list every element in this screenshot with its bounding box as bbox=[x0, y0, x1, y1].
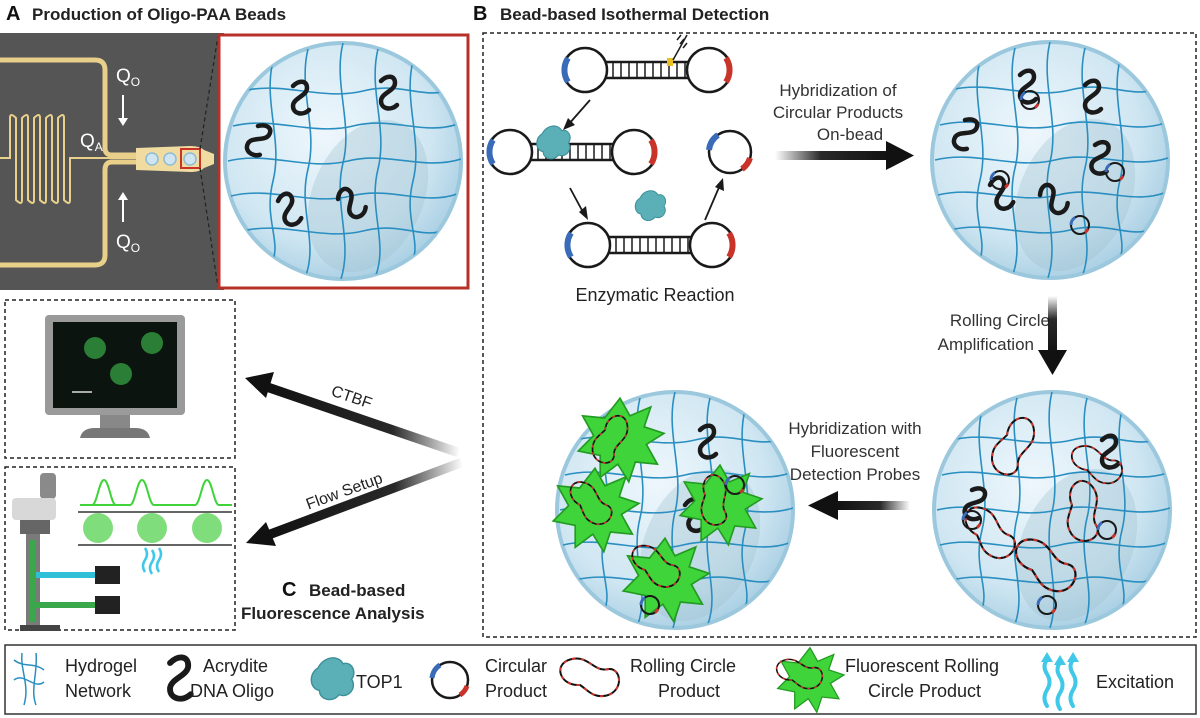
flow-cytometer-icon bbox=[12, 473, 120, 631]
step2-line1: Rolling Circle bbox=[950, 311, 1050, 330]
step3-line3: Detection Probes bbox=[790, 465, 920, 484]
panel-c-letter: C bbox=[282, 579, 296, 601]
panel-a-letter: A bbox=[6, 3, 20, 25]
q-o-bottom-label: QO bbox=[116, 232, 140, 255]
step3-line1: Hybridization with bbox=[788, 419, 921, 438]
legend-rca-l1: Rolling Circle bbox=[630, 656, 736, 676]
panel-c-title-line1: Bead-based bbox=[309, 581, 405, 600]
legend-fluor-l1: Fluorescent Rolling bbox=[845, 656, 999, 676]
dumbbell-bottom bbox=[566, 223, 734, 267]
panel-b-title: Bead-based Isothermal Detection bbox=[500, 5, 769, 24]
arrow-step2 bbox=[1038, 296, 1067, 375]
ctbf-frame bbox=[4, 299, 236, 459]
step1-line2: Circular Products bbox=[773, 103, 903, 122]
step3-line2: Fluorescent bbox=[811, 442, 900, 461]
panel-b-letter: B bbox=[473, 3, 487, 25]
circular-product-small bbox=[706, 129, 753, 175]
legend-excitation-icon bbox=[1041, 652, 1079, 711]
flow-channel bbox=[78, 478, 232, 575]
arrow-step1 bbox=[775, 141, 914, 170]
legend-hydrogel-icon bbox=[13, 652, 45, 706]
step1-line3: On-bead bbox=[817, 125, 883, 144]
legend-hydrogel-l2: Network bbox=[65, 681, 132, 701]
dumbbell-left bbox=[488, 125, 656, 174]
step2-line2: Amplification bbox=[938, 335, 1034, 354]
enzymatic-reaction-cycle: Enzymatic Reaction bbox=[488, 34, 753, 305]
bead-b1 bbox=[932, 42, 1168, 291]
arrow-ctbf: CTBF bbox=[245, 372, 460, 457]
step1-line1: Hybridization of bbox=[779, 81, 896, 100]
flow-setup-frame bbox=[4, 466, 236, 631]
panel-b-frame bbox=[482, 32, 1197, 638]
legend-rca-l2: Product bbox=[658, 681, 720, 701]
legend-excitation-label: Excitation bbox=[1096, 672, 1174, 692]
zoom-lines bbox=[199, 35, 219, 288]
legend-hydrogel-l1: Hydrogel bbox=[65, 656, 137, 676]
legend-oligo-l2: DNA Oligo bbox=[190, 681, 274, 701]
dumbbell-top bbox=[563, 34, 731, 92]
arrow-step3 bbox=[808, 491, 910, 520]
q-a-label: QA bbox=[80, 131, 103, 154]
legend-circular-icon bbox=[429, 660, 470, 700]
monitor-icon bbox=[45, 315, 185, 438]
legend-oligo-l1: Acrydite bbox=[203, 656, 268, 676]
legend-fluor-l2: Circle Product bbox=[868, 681, 981, 701]
panel-c-title-line2: Fluorescence Analysis bbox=[241, 604, 425, 623]
microfluidic-chip: QO QA QO bbox=[0, 33, 224, 290]
legend-box bbox=[4, 644, 1197, 715]
legend-circular-l2: Product bbox=[485, 681, 547, 701]
q-o-top-label: QO bbox=[116, 66, 140, 89]
legend-top1-label: TOP1 bbox=[356, 672, 403, 692]
enzymatic-reaction-label: Enzymatic Reaction bbox=[575, 285, 734, 305]
legend-circular-l1: Circular bbox=[485, 656, 547, 676]
bead-b3-fluorescent bbox=[552, 392, 793, 641]
arrow-flow-setup: Flow Setup bbox=[246, 458, 463, 546]
bead-b2-rca bbox=[934, 392, 1170, 641]
panel-a-title: Production of Oligo-PAA Beads bbox=[32, 5, 286, 24]
